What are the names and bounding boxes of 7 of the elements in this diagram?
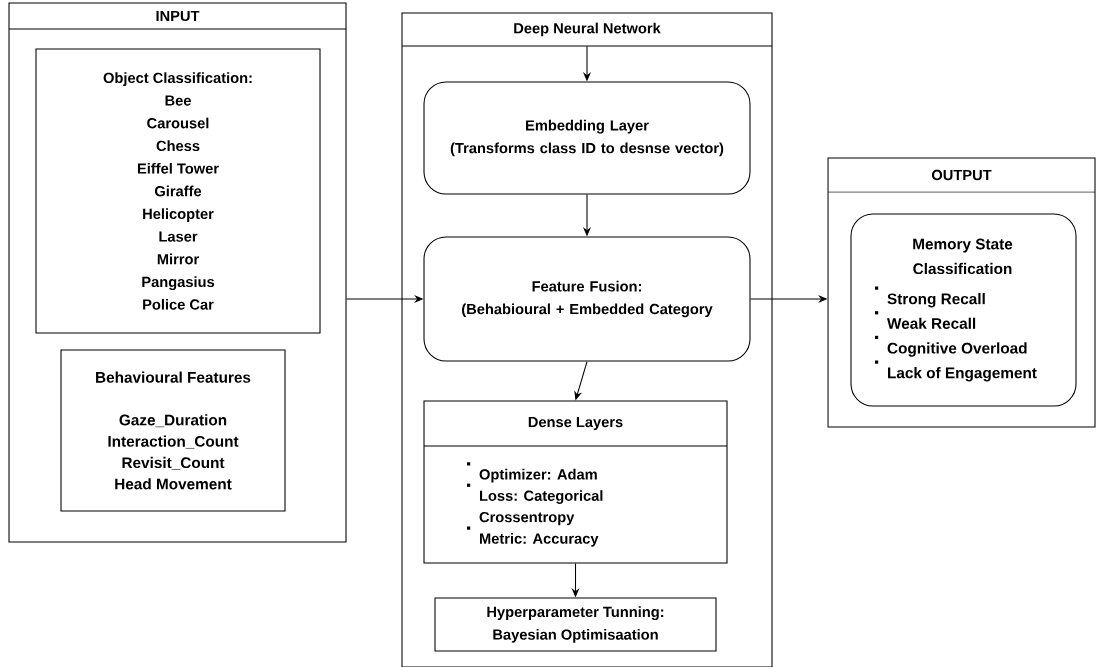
rounded-box: Memory State Classification Strong Recall Weak Recall Cognitive Overload Lack of Engagement [850,213,1077,407]
text-box: Hyperparameter Tunning: Bayesian Optimisaation [434,597,717,652]
text-box: Behavioural Features Gaze_Duration Interaction_Count Revisit_Count Head Movement [60,349,286,512]
process-box: Dense Layers Optimizer: Adam Loss: Categorical Crossentropy Metric: Accuracy [423,400,728,564]
text-box: Object Classification: Bee Carousel Chess Eiffel Tower Giraffe Helicopter Laser Mirror Pangasius Police Car [35,48,321,334]
rounded-box: Feature Fusion: (Behabioural + Embedded Category [423,236,751,362]
rounded-box: Embedding Layer (Transforms class ID to desnse vector) [423,81,751,195]
